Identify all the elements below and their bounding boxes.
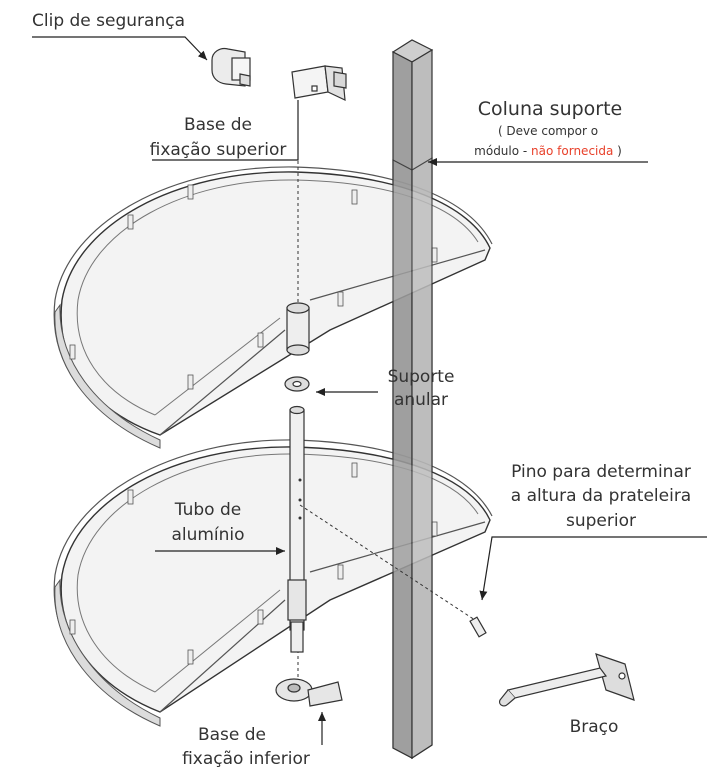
top-mount-base (291, 65, 347, 101)
label-column-note-suffix: ) (613, 144, 622, 158)
label-ring-support-line1: Suporte (388, 367, 455, 387)
label-top-base-line2: fixação superior (150, 140, 287, 160)
lower-tray (53, 439, 493, 727)
lower-base (275, 678, 343, 707)
label-top-base-line1: Base de (184, 115, 252, 135)
label-column-title: Coluna suporte (478, 98, 623, 120)
upper-hub (286, 302, 310, 356)
label-pin-line1: Pino para determinar (511, 462, 691, 482)
label-column-note-highlight: não fornecida (531, 144, 613, 158)
label-tube-line2: alumínio (171, 525, 244, 545)
safety-clip (211, 47, 251, 87)
label-column-note-prefix: módulo - (474, 144, 531, 158)
label-column-note-line1: ( Deve compor o (498, 124, 598, 138)
label-tube-line1: Tubo de (174, 500, 241, 520)
support-column-front (392, 156, 433, 760)
label-arm: Braço (570, 717, 619, 737)
arm-bracket (499, 653, 635, 707)
height-pin (299, 504, 487, 638)
label-pin-line3: superior (566, 511, 636, 531)
label-bottom-base-line2: fixação inferior (182, 749, 310, 769)
upper-tray (53, 166, 493, 449)
label-column-note-line2: módulo - não fornecida ) (474, 144, 622, 158)
label-safety-clip: Clip de segurança (32, 11, 185, 31)
label-ring-support-line2: anular (394, 390, 448, 410)
leader-lines (32, 36, 707, 745)
label-bottom-base-line1: Base de (198, 725, 266, 745)
label-pin-line2: a altura da prateleira (511, 486, 691, 506)
aluminum-tube (287, 405, 307, 653)
ring-support (284, 376, 310, 392)
